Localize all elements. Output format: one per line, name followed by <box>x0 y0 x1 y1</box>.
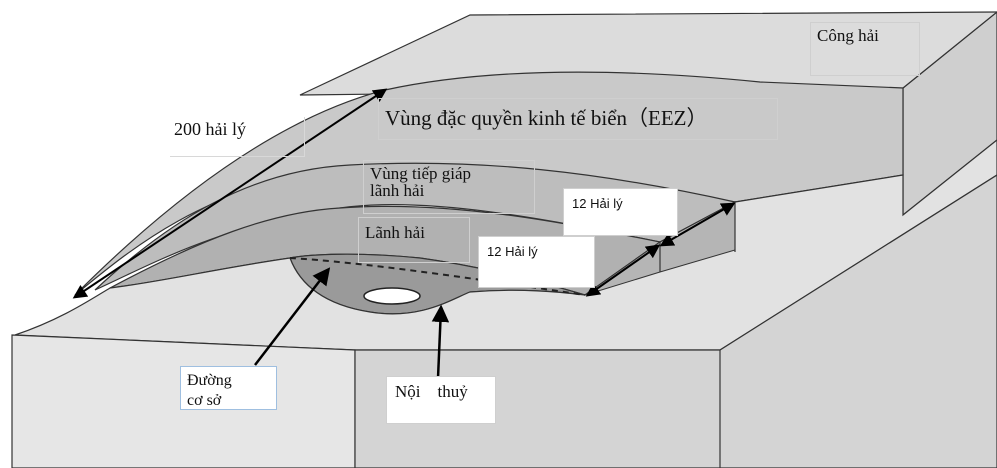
baseline-label-line-2: cơ sở <box>187 392 222 409</box>
arrow-200-nm <box>72 88 388 299</box>
island <box>363 287 421 305</box>
eez-label: Vùng đặc quyền kinh tế biển（EEZ） <box>378 98 778 140</box>
contiguous-zone-label-line-1: Vùng tiếp giáp <box>370 164 472 183</box>
arrow-12-nm-contiguous <box>659 202 736 247</box>
block-right-face <box>354 174 997 468</box>
high-seas-label: Công hải <box>810 22 920 76</box>
internal-waters-label: Nội thuỷ <box>386 376 496 424</box>
arrow-12-nm-territorial <box>585 244 661 297</box>
nm-200-label: 200 hải lý <box>170 117 305 157</box>
pointer-baseline <box>254 267 331 366</box>
contiguous-zone-label-line-2: lãnh hải <box>370 181 425 200</box>
contiguous-zone-label: Vùng tiếp giáp lãnh hải <box>363 160 535 214</box>
baseline-label: Đường cơ sở <box>180 366 277 410</box>
nm-12-territorial-label: 12 Hải lý <box>478 236 595 288</box>
baseline-label-line-1: Đường <box>187 372 232 389</box>
nm-12-contiguous-label: 12 Hải lý <box>563 188 678 236</box>
pointer-internal-waters <box>431 304 450 379</box>
territorial-sea-label: Lãnh hải <box>358 217 470 263</box>
